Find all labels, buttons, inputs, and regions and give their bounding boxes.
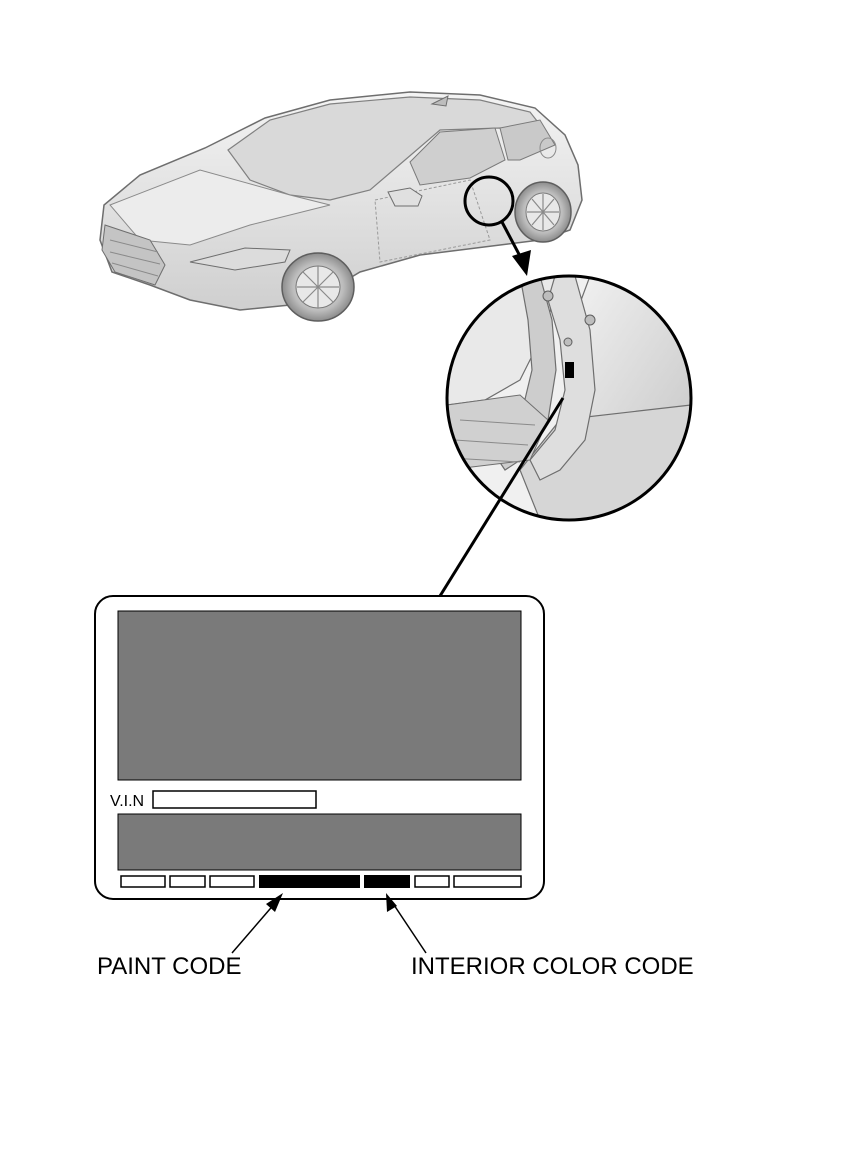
interior-color-code-callout: INTERIOR COLOR CODE bbox=[386, 893, 694, 980]
label-leader-line bbox=[438, 397, 565, 597]
label-info-block-top bbox=[117, 610, 522, 781]
car-headlight bbox=[189, 247, 291, 271]
vin-field bbox=[152, 790, 317, 809]
car-side-window bbox=[409, 127, 506, 186]
paint-code-callout: PAINT CODE bbox=[97, 893, 283, 980]
door-jamb-detail-view bbox=[445, 274, 693, 522]
certification-label-card: V.I.N bbox=[94, 595, 545, 900]
car-grille bbox=[101, 224, 166, 286]
interior-color-code-text: INTERIOR COLOR CODE bbox=[411, 953, 694, 980]
label-info-block-bottom bbox=[117, 813, 522, 871]
paint-code-text: PAINT CODE bbox=[97, 953, 241, 980]
door-jamb-label bbox=[565, 362, 574, 378]
car-door-line bbox=[374, 179, 491, 263]
code-box-2 bbox=[169, 875, 206, 888]
code-box-7 bbox=[453, 875, 522, 888]
code-box-6 bbox=[414, 875, 450, 888]
interior-color-code-box bbox=[364, 875, 410, 888]
code-box-3 bbox=[209, 875, 255, 888]
vin-label: V.I.N bbox=[110, 793, 144, 810]
zoom-arrow bbox=[500, 221, 531, 276]
car-illustration bbox=[99, 91, 583, 322]
code-box-1 bbox=[120, 875, 166, 888]
paint-code-box bbox=[259, 875, 360, 888]
car-rear-window bbox=[499, 119, 556, 161]
door-jamb-location-marker bbox=[463, 175, 515, 227]
car-mirror bbox=[387, 187, 423, 207]
